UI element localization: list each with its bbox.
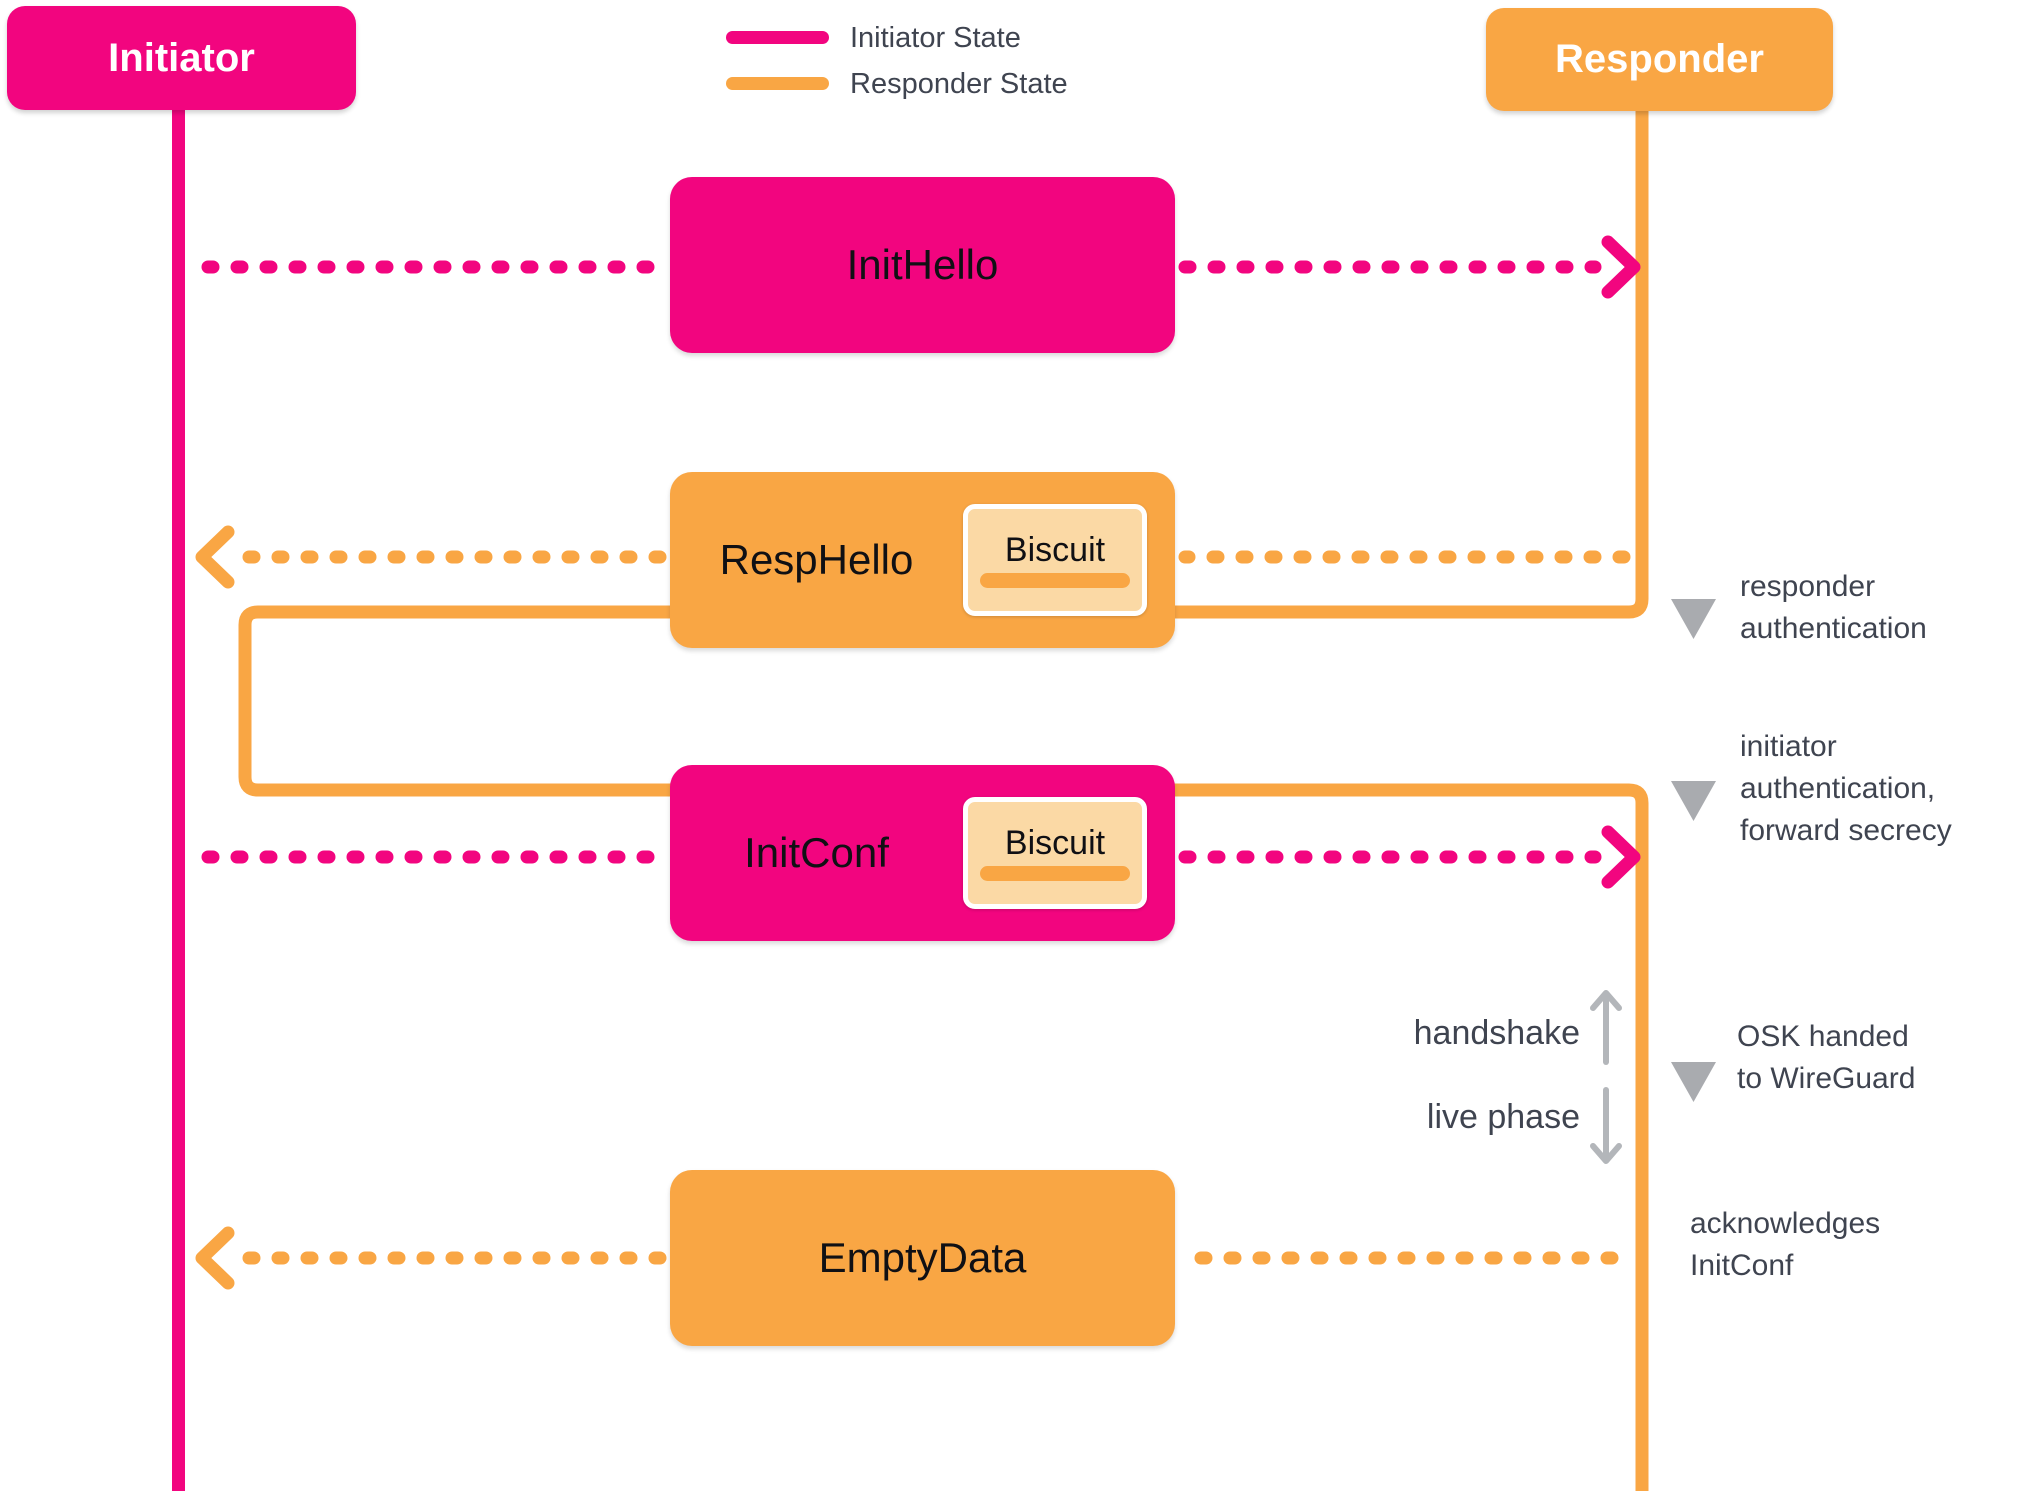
- legend-swatch-responder-state: [726, 77, 829, 90]
- annotation-line: OSK handed: [1737, 1020, 1909, 1053]
- annotation-line: InitConf: [1690, 1249, 1794, 1282]
- biscuit-bar-initconf: [980, 866, 1130, 881]
- initiator-actor-label: Initiator: [108, 35, 255, 80]
- message-box-initconf: InitConf Biscuit: [670, 765, 1175, 941]
- resphello-arrowhead-left-icon: [195, 525, 235, 589]
- responder-actor-label: Responder: [1555, 37, 1764, 81]
- biscuit-chip-initconf: Biscuit: [963, 797, 1147, 909]
- annotation-line: forward secrecy: [1740, 814, 1952, 847]
- phase-label-live-phase: live phase: [1426, 1098, 1580, 1136]
- annotation-acknowledges-initconf: acknowledges InitConf: [1690, 1203, 1880, 1287]
- emptydata-arrowhead-left-icon: [195, 1226, 235, 1290]
- annotation-line: responder: [1740, 570, 1876, 603]
- biscuit-chip-resphello: Biscuit: [963, 504, 1147, 616]
- legend-label-responder-state: Responder State: [850, 68, 1068, 100]
- milestone-triangle-osk-icon: [1671, 1062, 1716, 1102]
- responder-actor-box: Responder: [1486, 8, 1833, 111]
- milestone-triangle-initiator-auth-icon: [1671, 781, 1716, 821]
- annotation-osk-handed-to-wireguard: OSK handed to WireGuard: [1737, 1016, 1915, 1100]
- message-box-emptydata: EmptyData: [670, 1170, 1175, 1346]
- live-phase-down-arrowhead-icon: [1590, 1143, 1622, 1164]
- message-box-inithello: InitHello: [670, 177, 1175, 353]
- inithello-arrowhead-right-icon: [1601, 235, 1641, 299]
- legend-label-initiator-state: Initiator State: [850, 22, 1021, 54]
- message-label-inithello: InitHello: [846, 241, 999, 288]
- annotation-line: initiator: [1740, 730, 1837, 763]
- annotation-line: acknowledges: [1690, 1207, 1881, 1240]
- biscuit-bar-resphello: [980, 573, 1130, 588]
- annotation-responder-authentication: responder authentication: [1740, 566, 1927, 650]
- biscuit-label-initconf: Biscuit: [1004, 824, 1106, 862]
- message-label-emptydata: EmptyData: [818, 1234, 1027, 1281]
- annotation-line: to WireGuard: [1737, 1062, 1916, 1095]
- biscuit-label-resphello: Biscuit: [1004, 531, 1106, 569]
- initconf-arrowhead-right-icon: [1601, 825, 1641, 889]
- message-label-initconf: InitConf: [744, 829, 889, 876]
- message-box-resphello: RespHello Biscuit: [670, 472, 1175, 648]
- annotation-line: authentication,: [1740, 772, 1936, 805]
- message-label-resphello: RespHello: [719, 536, 914, 583]
- annotation-initiator-authentication: initiator authentication, forward secrec…: [1740, 726, 1952, 852]
- legend-swatch-initiator-state: [726, 31, 829, 44]
- annotation-line: authentication: [1740, 612, 1927, 645]
- milestone-triangle-responder-auth-icon: [1671, 599, 1716, 639]
- initiator-actor-box: Initiator: [7, 6, 356, 110]
- phase-label-handshake: handshake: [1413, 1014, 1580, 1052]
- handshake-up-arrowhead-icon: [1590, 990, 1622, 1011]
- responder-lifeline-state-loop: [238, 108, 1649, 1491]
